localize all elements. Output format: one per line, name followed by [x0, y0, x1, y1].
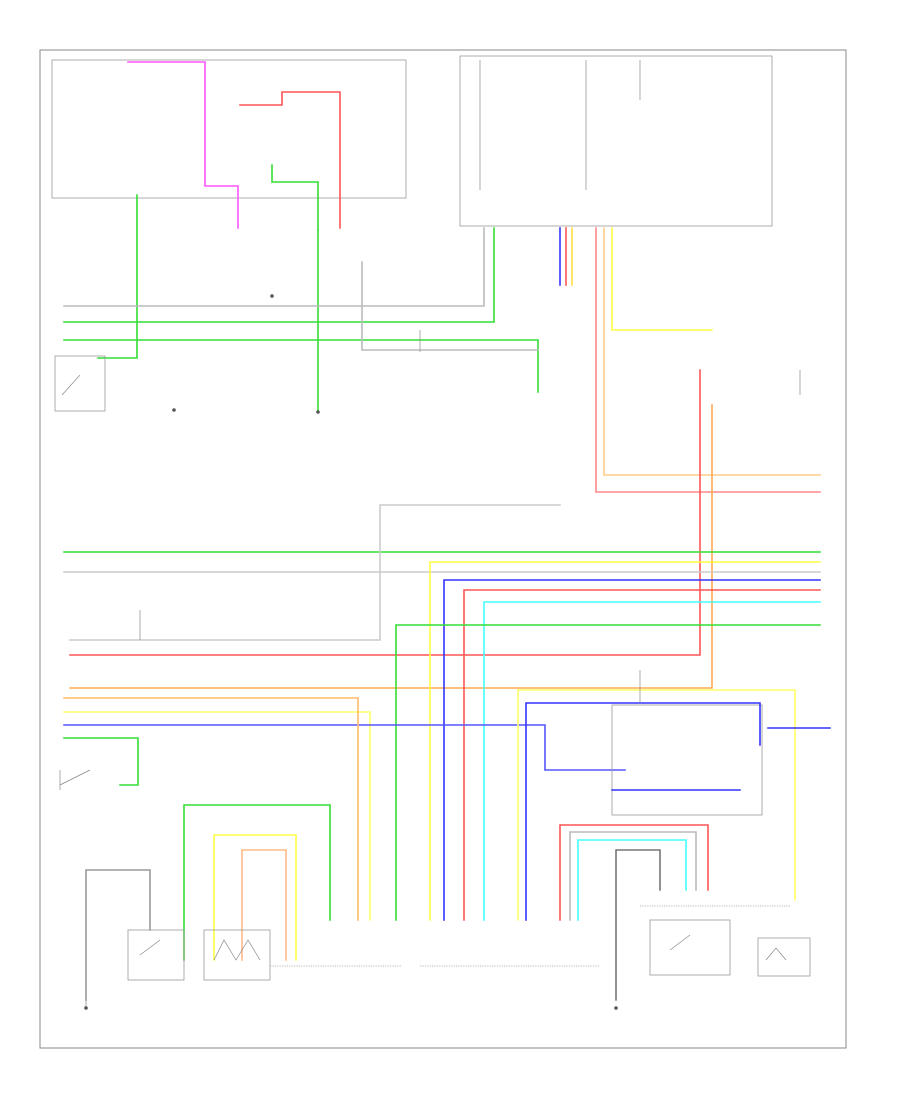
wire-cyan-low: [577, 839, 687, 921]
wire-blue-left: [63, 724, 626, 771]
wire-gray-vert: [69, 504, 561, 641]
wire-green-h1: [63, 227, 495, 323]
connector-ticks: [139, 330, 801, 703]
diagram-frame: [39, 49, 847, 1049]
wire-red-mid: [463, 589, 821, 921]
wire-yellow-bottom: [213, 834, 297, 961]
wire-gray-bottom: [85, 869, 151, 1001]
door-lock-actuator-left: [649, 919, 731, 976]
wire-yellow-left: [63, 711, 371, 921]
door-switch-right: [127, 929, 185, 981]
top-right-module-box: [459, 55, 773, 227]
wire-gray-h2: [361, 261, 539, 351]
wire-orange-left2: [63, 697, 359, 921]
wire-green-bottom: [183, 804, 331, 961]
wire-red-top: [239, 91, 341, 229]
ground-icon: [84, 1000, 88, 1010]
left-door-lock-module-box: [611, 704, 763, 816]
wire-green-top-2: [271, 164, 319, 231]
window-motor-right: [203, 929, 271, 981]
wire-yellow-mid: [429, 561, 821, 921]
wire-orange-bottom: [241, 849, 287, 961]
ground-icon-2: [614, 1006, 618, 1010]
wire-yellow-long: [611, 227, 713, 331]
wire-orange-long: [603, 227, 821, 476]
wire-blue-right-low: [525, 702, 761, 921]
wire-cyan-mid: [483, 601, 821, 921]
wire-green-top-1: [97, 194, 138, 359]
wire-yellow-right-low: [517, 689, 796, 921]
wire-orange-right: [69, 404, 713, 689]
wire-green-h2: [63, 339, 539, 393]
wire-gray-low: [569, 831, 697, 921]
window-motor-left: [757, 937, 811, 977]
wire-red-right: [69, 369, 701, 656]
wire-green-mid2: [395, 624, 821, 921]
top-left-module-box: [51, 59, 407, 199]
wire-red-low: [559, 824, 709, 921]
wire-pink: [127, 61, 239, 229]
security-indicator-switch: [54, 355, 106, 412]
wire-gray-h1: [63, 227, 485, 307]
wire-blue-mid: [443, 579, 821, 921]
wire-green-left: [63, 737, 139, 786]
wire-pink-long: [595, 227, 821, 493]
wire-black-low: [615, 849, 661, 1001]
front-passenger-door-switch: [59, 769, 91, 790]
ground-icon-3: [172, 294, 320, 414]
